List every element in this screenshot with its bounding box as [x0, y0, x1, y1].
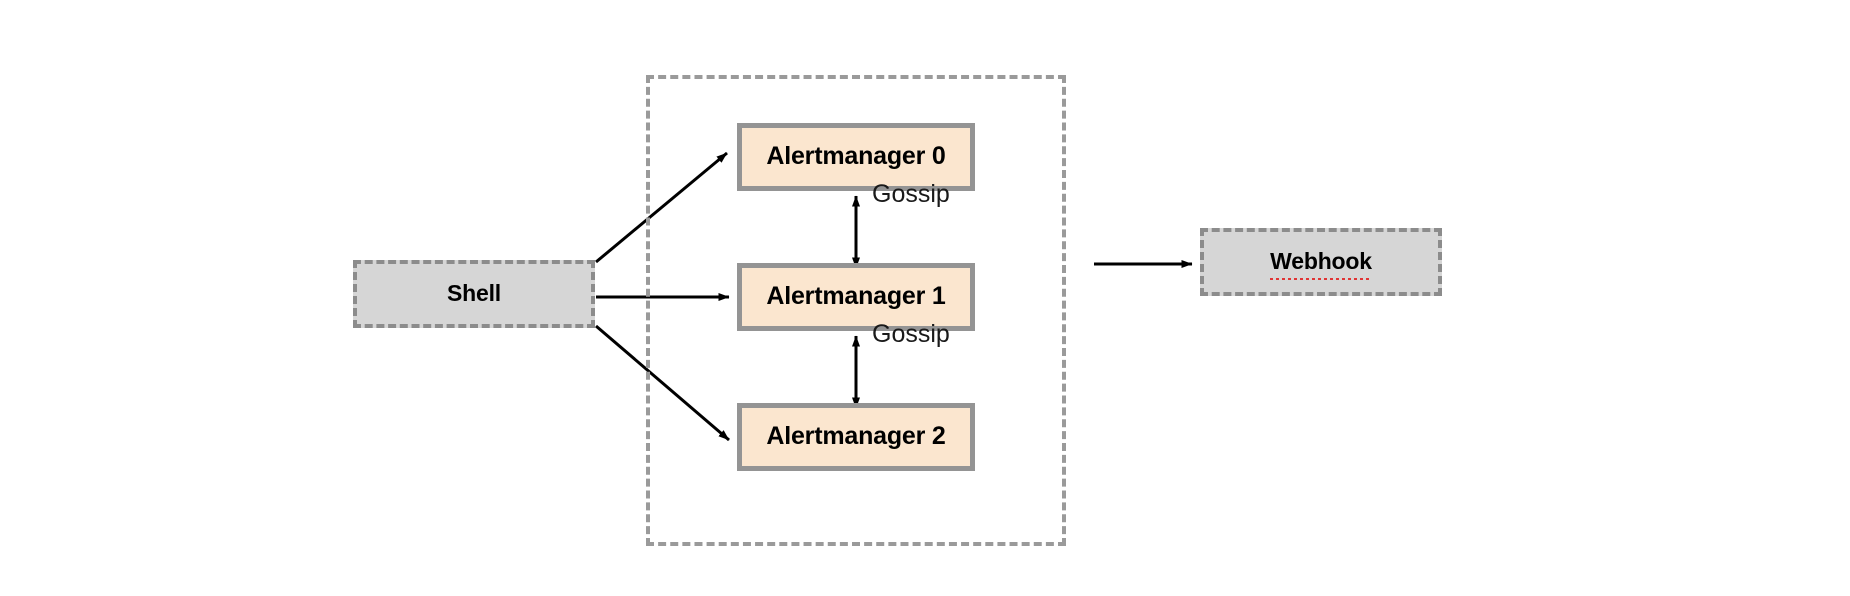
node-alertmanager-2[interactable]: Alertmanager 2 [737, 403, 975, 471]
node-shell-label: Shell [447, 280, 501, 307]
node-alertmanager-2-label: Alertmanager 2 [766, 422, 946, 451]
node-alertmanager-0[interactable]: Alertmanager 0 [737, 123, 975, 191]
edge-label-gossip-upper: Gossip [872, 180, 950, 208]
node-shell[interactable]: Shell [353, 260, 595, 328]
node-alertmanager-1-label: Alertmanager 1 [766, 282, 946, 311]
edge-label-gossip-lower: Gossip [872, 320, 950, 348]
node-webhook[interactable]: Webhook [1200, 228, 1442, 296]
node-alertmanager-0-label: Alertmanager 0 [766, 142, 946, 171]
node-webhook-label: Webhook [1270, 248, 1372, 281]
node-alertmanager-1[interactable]: Alertmanager 1 [737, 263, 975, 331]
alertmanager-cluster-group [646, 75, 1066, 546]
